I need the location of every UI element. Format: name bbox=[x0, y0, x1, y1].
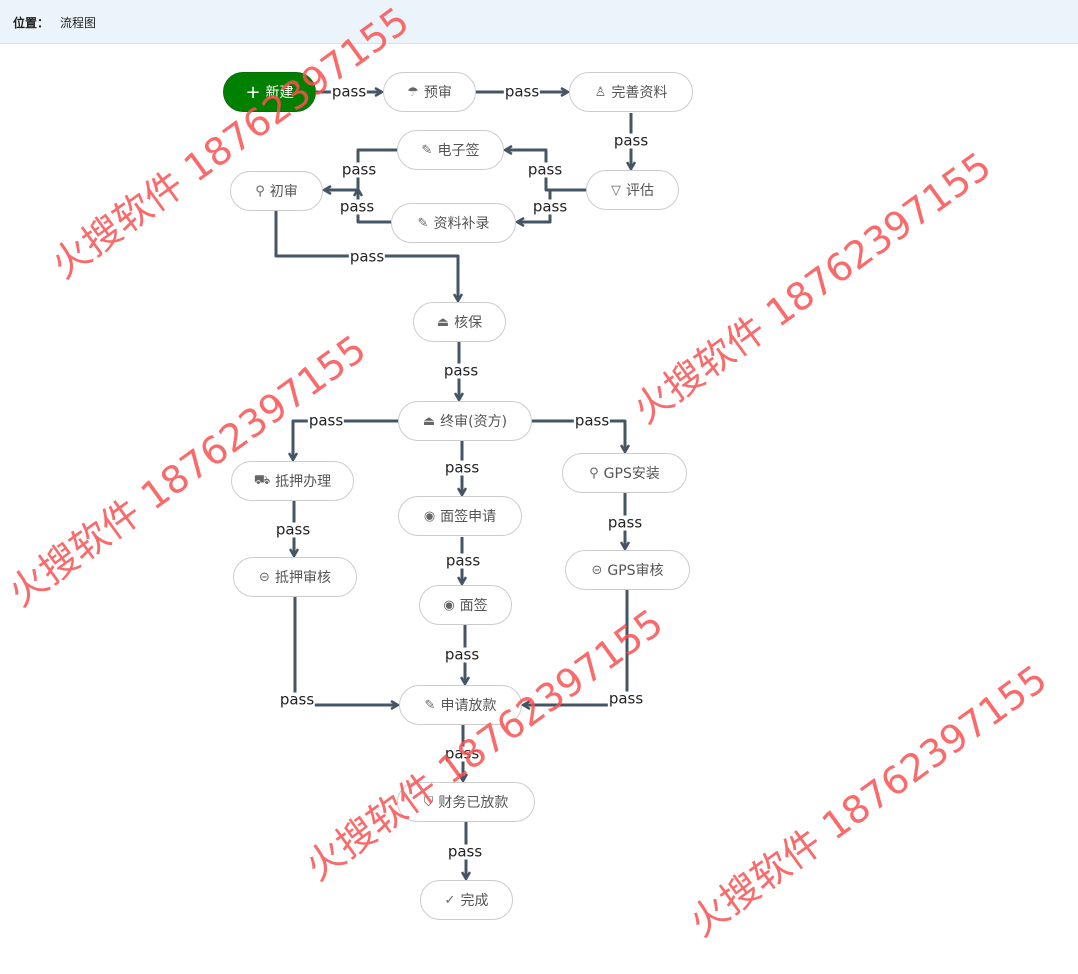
node-label: 完成 bbox=[460, 893, 489, 909]
edge-label: pass bbox=[278, 690, 316, 709]
location-pin-icon: ⚲ bbox=[589, 465, 599, 481]
edge-label: pass bbox=[443, 744, 481, 763]
edge-label: pass bbox=[612, 131, 650, 150]
node-eval[interactable]: ▽ 评估 bbox=[586, 170, 679, 210]
edge-label: pass bbox=[503, 82, 541, 101]
edge-label: pass bbox=[607, 689, 645, 708]
edge-label: pass bbox=[531, 197, 569, 216]
node-loanreq[interactable]: ✎申请放款 bbox=[399, 685, 522, 725]
node-mortrev[interactable]: ⊝抵押审核 bbox=[233, 557, 357, 597]
edit-icon: ✎ bbox=[421, 142, 433, 158]
node-gps[interactable]: ⚲GPS安装 bbox=[562, 453, 687, 493]
edge-label: pass bbox=[442, 361, 480, 380]
edge-label: pass bbox=[443, 645, 481, 664]
edge-label: pass bbox=[330, 82, 368, 101]
badge-icon: ⊝ bbox=[259, 569, 270, 585]
edge-label: pass bbox=[444, 551, 482, 570]
node-label: 申请放款 bbox=[440, 698, 497, 714]
node-pre[interactable]: ☂预审 bbox=[383, 72, 476, 112]
node-mortgage[interactable]: ⛟抵押办理 bbox=[231, 461, 354, 501]
node-label: 面签申请 bbox=[440, 509, 497, 525]
edge-label: pass bbox=[606, 513, 644, 532]
node-label: GPS安装 bbox=[603, 466, 660, 482]
node-label: 完善资料 bbox=[611, 85, 668, 101]
edge-label: pass bbox=[338, 197, 376, 216]
node-label: 初审 bbox=[269, 184, 298, 200]
edge-final-to-gps bbox=[532, 419, 625, 451]
node-facereq[interactable]: ◉面签申请 bbox=[398, 496, 522, 536]
user-edit-icon: ♙ bbox=[594, 84, 607, 100]
edge-label: pass bbox=[348, 247, 386, 266]
edge-label: pass bbox=[307, 411, 345, 430]
node-gpsrev[interactable]: ⊝GPS审核 bbox=[565, 550, 690, 590]
edge-label: pass bbox=[573, 411, 611, 430]
node-new[interactable]: +新建 bbox=[223, 72, 316, 112]
node-label: 财务已放款 bbox=[438, 795, 509, 811]
edge-label: pass bbox=[443, 458, 481, 477]
node-supp[interactable]: ✎资料补录 bbox=[391, 203, 516, 243]
edit-icon: ✎ bbox=[417, 215, 429, 231]
node-label: 终审(资方) bbox=[440, 414, 508, 430]
location-value: 流程图 bbox=[60, 16, 97, 30]
check-circle-icon: ✓ bbox=[444, 892, 456, 908]
node-esign[interactable]: ✎电子签 bbox=[397, 130, 504, 170]
node-paid[interactable]: ⛉财务已放款 bbox=[397, 782, 535, 822]
edge-final-to-mortgage bbox=[293, 419, 398, 459]
edge-label: pass bbox=[274, 520, 312, 539]
badge-icon: ⊝ bbox=[591, 562, 603, 578]
edge-gpsrev-to-loanreq bbox=[524, 590, 629, 705]
money-hand-icon: ⛉ bbox=[423, 794, 434, 810]
edit-icon: ✎ bbox=[424, 697, 436, 713]
search-icon: ⚲ bbox=[255, 183, 265, 199]
webcam-icon: ◉ bbox=[423, 508, 436, 524]
edge-label: pass bbox=[446, 842, 484, 861]
node-first[interactable]: ⚲初审 bbox=[230, 171, 323, 211]
node-done[interactable]: ✓完成 bbox=[420, 880, 513, 920]
node-label: 新建 bbox=[265, 85, 294, 101]
node-label: 预审 bbox=[423, 85, 452, 101]
node-label: 抵押审核 bbox=[274, 570, 331, 586]
node-face[interactable]: ◉面签 bbox=[419, 585, 512, 625]
node-label: GPS审核 bbox=[607, 563, 664, 579]
node-final[interactable]: ⏏终审(资方) bbox=[398, 401, 532, 441]
umbrella-icon: ☂ bbox=[407, 84, 419, 100]
edge-mortrev-to-loanreq bbox=[293, 597, 397, 705]
node-label: 核保 bbox=[454, 315, 483, 331]
location-bar: 位置： 流程图 bbox=[0, 0, 1078, 44]
location-label: 位置： bbox=[13, 16, 50, 30]
node-verify[interactable]: ⏏核保 bbox=[413, 302, 506, 342]
webcam-icon: ◉ bbox=[443, 597, 455, 613]
stamp-icon: ⏏ bbox=[422, 413, 436, 429]
car-icon: ⛟ bbox=[253, 472, 271, 488]
plus-icon: + bbox=[245, 81, 261, 103]
node-label: 资料补录 bbox=[433, 216, 490, 232]
edge-label: pass bbox=[340, 160, 378, 179]
node-complete[interactable]: ♙完善资料 bbox=[569, 72, 693, 112]
edge-label: pass bbox=[526, 160, 564, 179]
stamp-icon: ⏏ bbox=[436, 314, 450, 330]
node-label: 电子签 bbox=[437, 143, 480, 159]
diamond-icon: ▽ bbox=[611, 182, 621, 198]
node-label: 评估 bbox=[626, 183, 654, 199]
node-label: 抵押办理 bbox=[275, 474, 332, 490]
node-label: 面签 bbox=[459, 598, 488, 614]
